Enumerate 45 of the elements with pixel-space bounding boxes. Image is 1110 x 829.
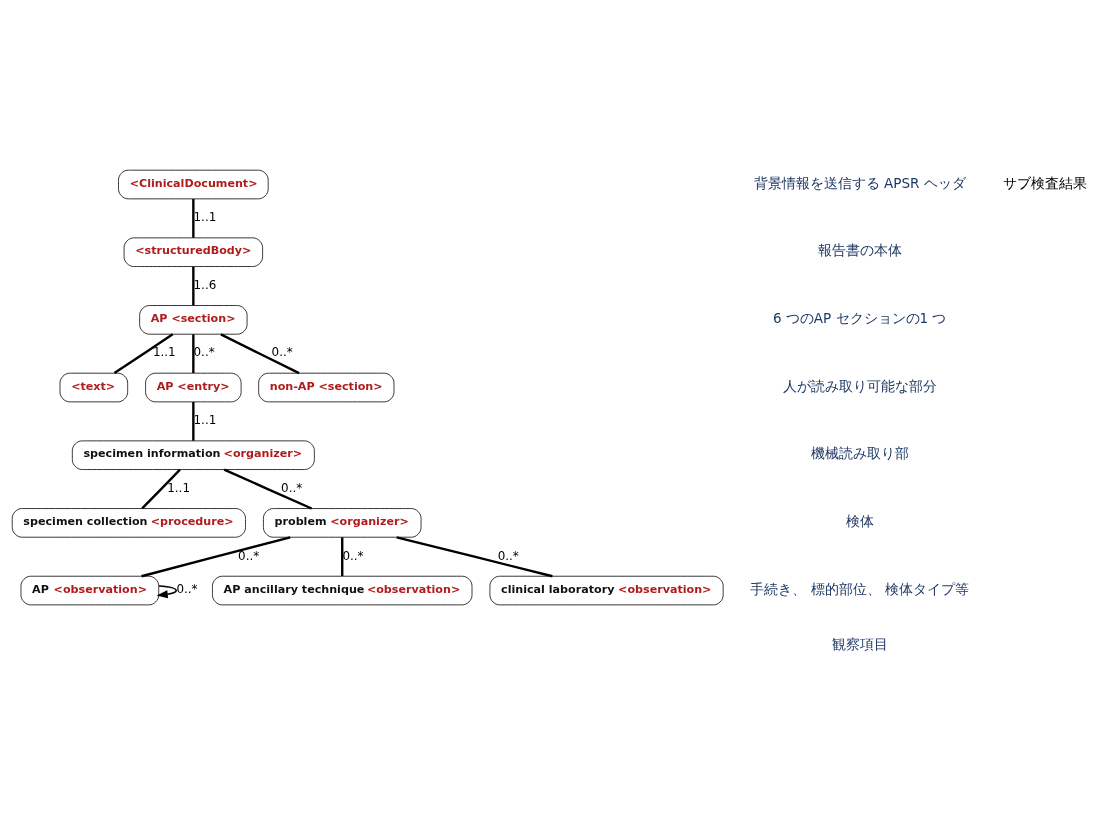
label: 手続き、 標的部位、 検体タイプ等 (750, 580, 970, 597)
node-box: <structuredBody> (123, 236, 263, 267)
connector (192, 401, 195, 441)
connector (192, 198, 195, 238)
node-box: specimen information <organizer> (71, 439, 315, 470)
connector (192, 333, 195, 373)
node-box: <text> (59, 372, 129, 402)
node-box: specimen collection <procedure> (11, 507, 246, 538)
label: 報告書の本体 (817, 241, 902, 258)
label: 機械読み取り部 (810, 444, 909, 461)
edge-label: 1..1 (193, 412, 217, 427)
connector (223, 468, 313, 510)
node-box: AP <section> (139, 304, 248, 335)
edge-label: 1..1 (167, 480, 191, 495)
edge-label: 1..1 (193, 209, 217, 224)
edge-label: 0..* (281, 480, 303, 495)
edge-label: 1..6 (193, 277, 217, 292)
label: 6 つのAP セクションの1 つ (772, 309, 947, 326)
label: 人が読み取り可能な部分 (782, 377, 937, 394)
connector (396, 535, 553, 577)
node-box: problem <organizer> (263, 507, 422, 538)
edge-label: 0..* (193, 344, 215, 359)
edge-label: 0..* (497, 548, 519, 562)
arrow (156, 584, 178, 598)
edge-label: 1..1 (152, 344, 176, 359)
connector (220, 332, 300, 374)
node-box: <ClinicalDocument> (118, 169, 269, 199)
edge-label: 0..* (238, 548, 260, 562)
node-box: AP <entry> (145, 372, 242, 402)
edge-label: 0..* (342, 548, 364, 562)
node-box: clinical laboratory <observation> (489, 575, 724, 605)
connector (141, 468, 181, 509)
node-box: non-AP <section> (258, 372, 395, 402)
label: サブ検査結果 (1003, 174, 1088, 191)
connector (341, 536, 344, 576)
label: 観察項目 (831, 635, 888, 652)
node-box: AP ancillary technique <observation> (212, 575, 473, 605)
connector (141, 535, 291, 577)
label: 背景情報を送信する APSR ヘッダ (753, 174, 966, 191)
connector (192, 266, 195, 305)
label: 検体 (845, 512, 874, 529)
connector (113, 332, 174, 374)
edge-label: 0..* (271, 344, 293, 359)
edge-label: 0..* (176, 581, 198, 596)
node-box: AP <observation> (20, 575, 160, 605)
